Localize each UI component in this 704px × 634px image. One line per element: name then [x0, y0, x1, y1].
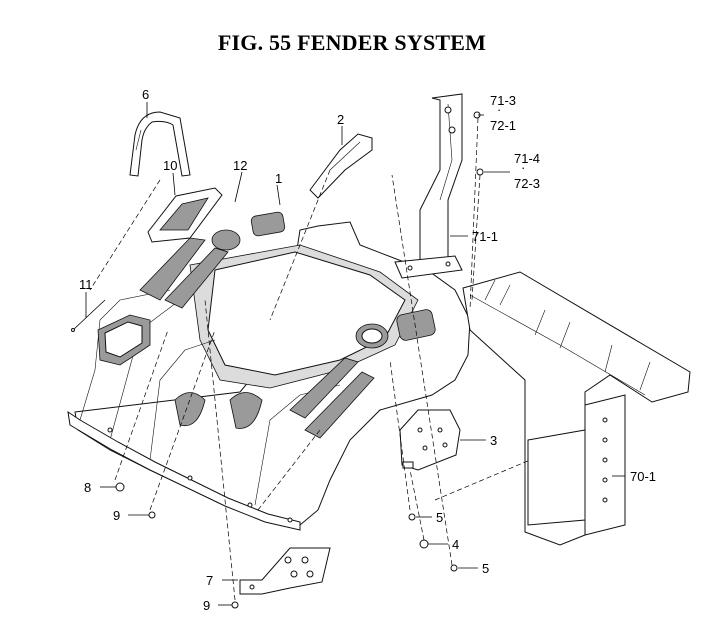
- callout-2: 2: [337, 112, 344, 127]
- callout-10: 10: [163, 158, 177, 173]
- callout-71-4: 71-4: [514, 151, 540, 166]
- callout-8: 8: [84, 480, 91, 495]
- mounting-bracket-7: [239, 547, 331, 595]
- callout-4: 4: [452, 537, 459, 552]
- grab-handle-left: [129, 111, 191, 177]
- fender-support-bracket: [394, 93, 463, 279]
- fender-body: [67, 211, 471, 531]
- callout-71-3: 71-3: [490, 93, 516, 108]
- callout-12: 12: [233, 158, 247, 173]
- separator-dot-1: ·: [497, 102, 501, 117]
- callout-3: 3: [490, 433, 497, 448]
- leader-lines: [85, 102, 625, 606]
- callout-70-1: 70-1: [630, 469, 656, 484]
- callout-72-3: 72-3: [514, 176, 540, 191]
- callout-72-1: 72-1: [490, 118, 516, 133]
- figure-title: FIG. 55 FENDER SYSTEM: [217, 30, 487, 55]
- rear-frame-assembly: [462, 271, 691, 546]
- callout-11: 11: [79, 277, 93, 292]
- callout-labels: 1 2 3 4 5 5 6 7 8 9 9 10 11 12 70-1 71-1…: [79, 87, 656, 613]
- separator-dot-2: ·: [521, 160, 525, 175]
- callout-7: 7: [206, 573, 213, 588]
- callout-5a: 5: [436, 510, 443, 525]
- callout-1: 1: [275, 171, 282, 186]
- callout-6: 6: [142, 87, 149, 102]
- mounting-bracket-3: [399, 409, 461, 471]
- grab-handle-right: [309, 133, 373, 199]
- lever-guide-panel: [147, 187, 223, 243]
- callout-9b: 9: [203, 598, 210, 613]
- callout-9a: 9: [113, 508, 120, 523]
- callout-5b: 5: [482, 561, 489, 576]
- callout-71-1: 71-1: [472, 229, 498, 244]
